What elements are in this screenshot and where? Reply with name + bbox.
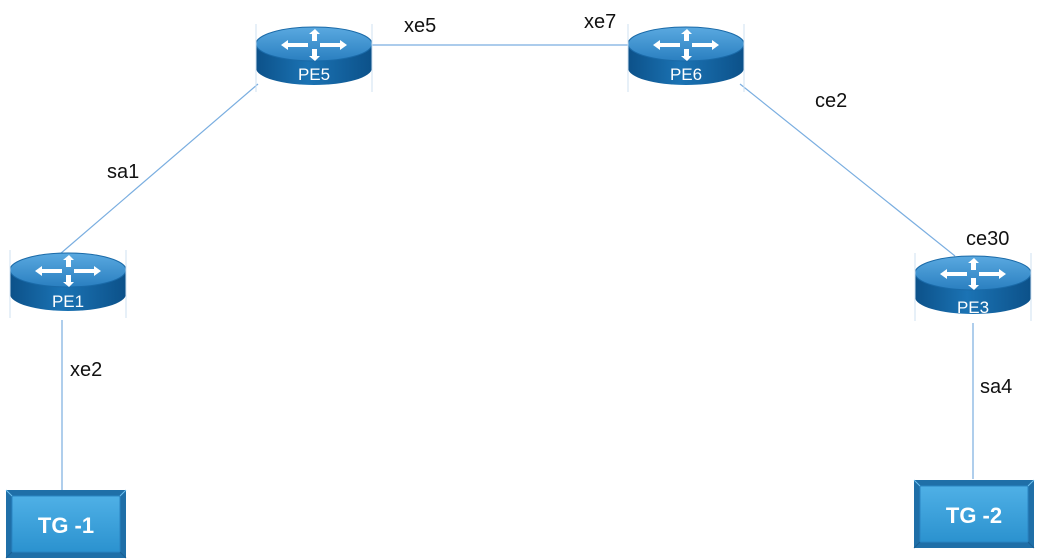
router-pe5[interactable]: PE5 (255, 24, 373, 92)
router-label: PE6 (670, 65, 702, 84)
link-pe6-pe3 (739, 83, 956, 257)
tg-label: TG -1 (38, 513, 94, 538)
router-label: PE3 (957, 298, 989, 317)
router-pe1[interactable]: PE1 (9, 250, 127, 318)
port-label-sa4: sa4 (980, 376, 1012, 398)
port-label-xe5: xe5 (404, 15, 436, 37)
port-label-ce2: ce2 (815, 90, 847, 112)
port-label-xe7: xe7 (584, 11, 616, 33)
traffic-generator-tg1[interactable]: TG -1 (5, 489, 127, 559)
port-label-ce30: ce30 (966, 228, 1009, 250)
links (59, 44, 974, 490)
router-pe3[interactable]: PE3 (914, 253, 1032, 321)
port-label-xe2: xe2 (70, 359, 102, 381)
traffic-generator-tg2[interactable]: TG -2 (913, 479, 1035, 549)
port-labels: xe5 xe7 ce2 sa1 ce30 xe2 sa4 (70, 11, 1012, 398)
port-label-sa1: sa1 (107, 161, 139, 183)
router-pe6[interactable]: PE6 (627, 24, 745, 92)
router-label: PE1 (52, 292, 84, 311)
tg-label: TG -2 (946, 503, 1002, 528)
link-pe5-pe1 (59, 83, 259, 255)
router-label: PE5 (298, 65, 330, 84)
